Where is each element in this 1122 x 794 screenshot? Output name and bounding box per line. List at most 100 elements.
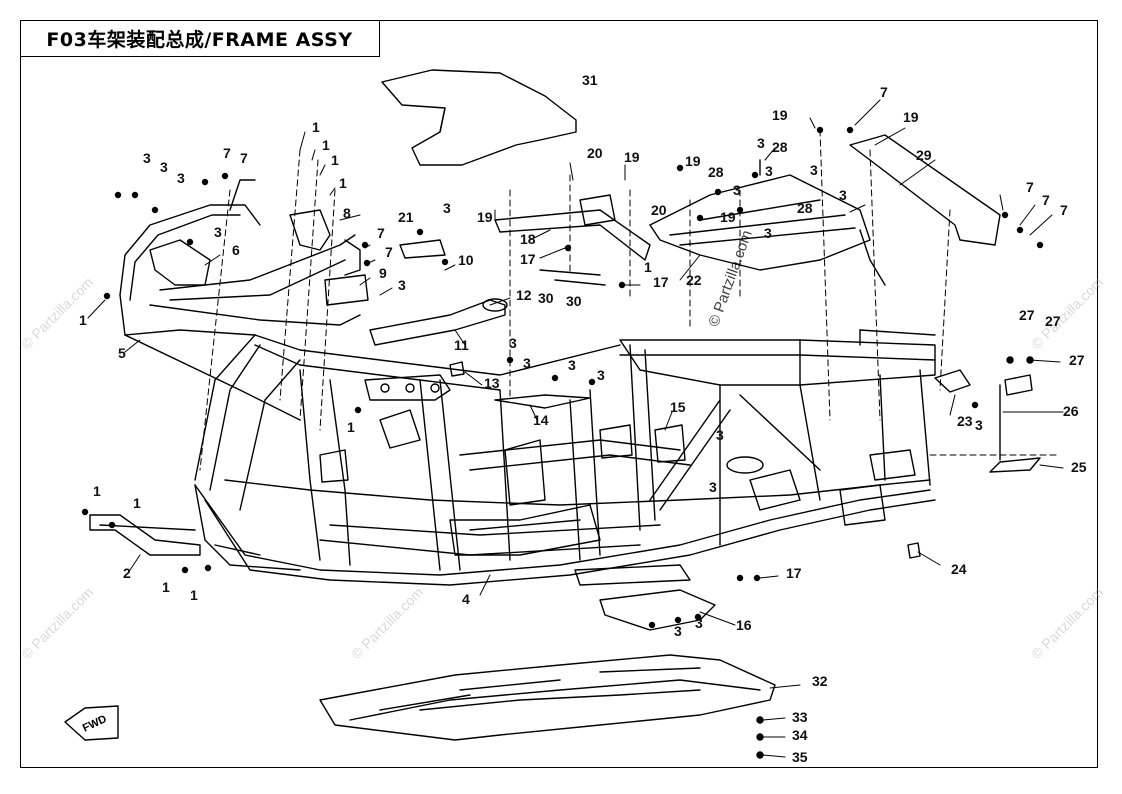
cover-plate-part-31 <box>381 69 577 166</box>
callout-label-15: 15 <box>670 399 686 415</box>
callout-label-3: 3 <box>443 200 451 216</box>
callout-label-1: 1 <box>331 152 339 168</box>
callout-label-3: 3 <box>733 182 741 198</box>
rear-arm-part-29 <box>849 134 1001 246</box>
callout-label-28: 28 <box>797 200 813 216</box>
callout-label-3: 3 <box>177 170 185 186</box>
callout-label-2: 2 <box>123 565 131 581</box>
callout-label-19: 19 <box>477 209 493 225</box>
callout-label-7: 7 <box>1026 179 1034 195</box>
skid-plate-part-16 <box>599 589 716 631</box>
callout-label-3: 3 <box>160 159 168 175</box>
callout-label-22: 22 <box>686 272 702 288</box>
crossbar-part-12 <box>369 298 508 346</box>
callout-label-3: 3 <box>597 367 605 383</box>
callout-label-23: 23 <box>957 413 973 429</box>
callout-label-3: 3 <box>523 355 531 371</box>
callout-label-7: 7 <box>385 244 393 260</box>
callout-label-30: 30 <box>538 290 554 306</box>
callout-label-3: 3 <box>568 357 576 373</box>
callout-label-20: 20 <box>651 202 667 218</box>
rear-rack-part-22 <box>649 159 886 286</box>
callout-label-21: 21 <box>398 209 414 225</box>
bracket-part-27 <box>1004 374 1033 396</box>
fwd-arrow <box>64 705 119 741</box>
callout-label-19: 19 <box>685 153 701 169</box>
callout-label-27: 27 <box>1019 307 1035 323</box>
callout-label-3: 3 <box>509 335 517 351</box>
callout-label-1: 1 <box>190 587 198 603</box>
callout-label-3: 3 <box>214 224 222 240</box>
main-frame-part-4 <box>194 329 936 586</box>
callout-label-7: 7 <box>377 225 385 241</box>
callout-label-3: 3 <box>709 479 717 495</box>
callout-label-1: 1 <box>312 119 320 135</box>
bracket-part-15 <box>654 424 686 463</box>
clip-part-13 <box>449 361 465 377</box>
callout-label-18: 18 <box>520 231 536 247</box>
callout-label-17: 17 <box>786 565 802 581</box>
callout-label-1: 1 <box>133 495 141 511</box>
callout-label-24: 24 <box>951 561 967 577</box>
callout-label-5: 5 <box>118 345 126 361</box>
callout-label-7: 7 <box>1042 192 1050 208</box>
callout-label-8: 8 <box>343 205 351 221</box>
callout-label-27: 27 <box>1045 313 1061 329</box>
callout-label-32: 32 <box>812 673 828 689</box>
callout-label-33: 33 <box>792 709 808 725</box>
callout-label-3: 3 <box>674 623 682 639</box>
callout-label-10: 10 <box>458 252 474 268</box>
callout-label-3: 3 <box>757 135 765 151</box>
callout-label-17: 17 <box>653 274 669 290</box>
callout-label-3: 3 <box>143 150 151 166</box>
callout-label-1: 1 <box>322 137 330 153</box>
plate-part-21 <box>399 239 446 259</box>
shim-part-30a <box>539 269 601 276</box>
bracket-part-8 <box>289 209 331 251</box>
callout-label-19: 19 <box>720 209 736 225</box>
callout-label-19: 19 <box>903 109 919 125</box>
callout-label-1: 1 <box>644 259 652 275</box>
callout-label-16: 16 <box>736 617 752 633</box>
drawing-border <box>20 20 1098 768</box>
callout-label-29: 29 <box>916 147 932 163</box>
callout-label-25: 25 <box>1071 459 1087 475</box>
rear-crossbar-part-18 <box>494 194 651 261</box>
callout-label-13: 13 <box>484 375 500 391</box>
callout-label-30: 30 <box>566 293 582 309</box>
bracket-part-23 <box>934 369 971 393</box>
plate-part-25 <box>989 457 1041 473</box>
crossbar-part-11 <box>364 374 451 401</box>
plate-part-9 <box>324 274 369 306</box>
callout-label-6: 6 <box>232 242 240 258</box>
callout-label-7: 7 <box>1060 202 1068 218</box>
front-upper-frame-part-5 <box>119 179 361 421</box>
callout-label-9: 9 <box>379 265 387 281</box>
callout-label-19: 19 <box>772 107 788 123</box>
callout-label-7: 7 <box>223 145 231 161</box>
callout-label-3: 3 <box>975 417 983 433</box>
fwd-label: FWD <box>81 713 109 734</box>
callout-label-1: 1 <box>347 419 355 435</box>
callout-label-27: 27 <box>1069 352 1085 368</box>
callout-label-12: 12 <box>516 287 532 303</box>
callout-label-1: 1 <box>93 483 101 499</box>
callout-label-1: 1 <box>162 579 170 595</box>
plate-part-14 <box>494 394 591 409</box>
callout-label-7: 7 <box>880 84 888 100</box>
bracket-part-6 <box>149 239 211 286</box>
shim-part-30b <box>554 279 606 286</box>
callout-label-26: 26 <box>1063 403 1079 419</box>
callout-label-7: 7 <box>240 150 248 166</box>
callout-label-19: 19 <box>624 149 640 165</box>
callout-label-35: 35 <box>792 749 808 765</box>
callout-label-20: 20 <box>587 145 603 161</box>
callout-label-28: 28 <box>772 139 788 155</box>
callout-label-4: 4 <box>462 591 470 607</box>
clip-part-24 <box>907 542 921 559</box>
bottom-skid-plate-part-32 <box>319 654 776 741</box>
page-title: F03车架装配总成/FRAME ASSY <box>20 20 380 57</box>
bumper-bracket-part-2 <box>89 514 201 556</box>
